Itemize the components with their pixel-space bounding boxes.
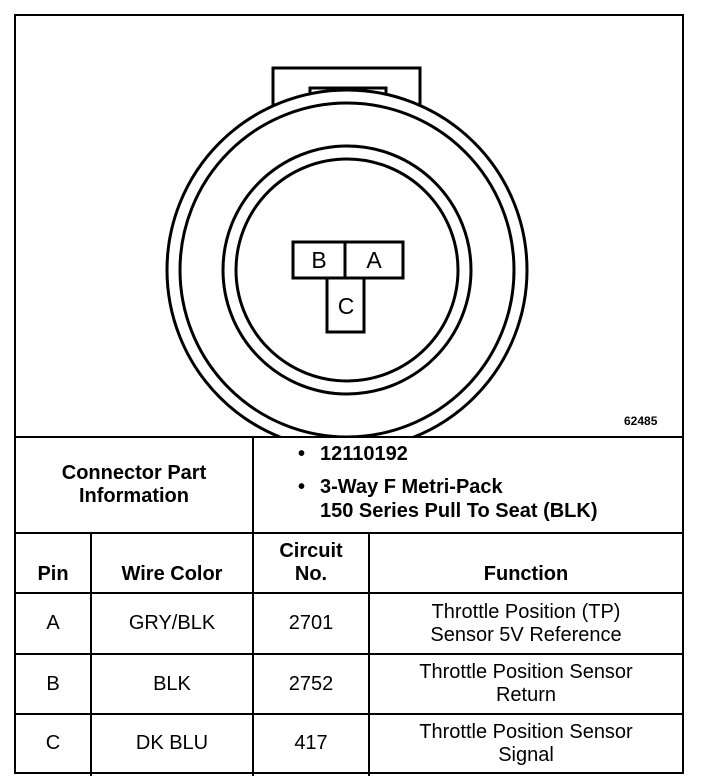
cavity-label-a: A (366, 247, 382, 273)
divider-row-b (16, 713, 682, 715)
divider-row-a (16, 653, 682, 655)
divider-info-col (252, 436, 254, 534)
header-wire-color: Wire Color (121, 563, 223, 585)
row-b-function: Throttle Position Sensor Return (419, 661, 633, 706)
figure-id: 62485 (624, 414, 658, 428)
cavity-label-b: B (311, 247, 326, 273)
cavity-a (343, 240, 405, 280)
divider-info (16, 532, 682, 534)
row-a-function: Throttle Position (TP) Sensor 5V Referen… (430, 600, 622, 646)
row-b-wire-color: BLK (153, 672, 191, 695)
row-a-circuit: 2701 (288, 612, 334, 634)
connector-face-diagram: B A C (165, 66, 529, 438)
cavity-b (291, 240, 347, 280)
divider-col-wire (252, 532, 254, 776)
cavity-c (325, 276, 366, 334)
connector-sheet: B A C 62485 Connector Part Information •… (14, 14, 684, 776)
row-a-pin: A (46, 612, 60, 634)
row-b-pin: B (46, 672, 60, 695)
header-pin: Pin (37, 563, 69, 585)
row-c-wire-color: DK BLU (135, 732, 209, 754)
connector-info-label: Connector Part Information (61, 462, 207, 507)
row-c-circuit: 417 (294, 732, 328, 754)
divider-col-pin (90, 532, 92, 776)
divider-header (16, 592, 682, 594)
row-c-pin: C (45, 732, 61, 754)
cavity-label-c: C (338, 293, 355, 319)
row-c-function: Throttle Position Sensor Signal (419, 720, 633, 766)
header-circuit-no: Circuit No. (279, 540, 343, 585)
row-a-wire-color: GRY/BLK (128, 612, 216, 634)
row-b-circuit: 2752 (288, 672, 334, 695)
header-function: Function (483, 563, 569, 585)
divider-diagram (16, 436, 682, 438)
divider-col-circuit (368, 532, 370, 776)
part-number-item: •12110192 (298, 443, 408, 465)
